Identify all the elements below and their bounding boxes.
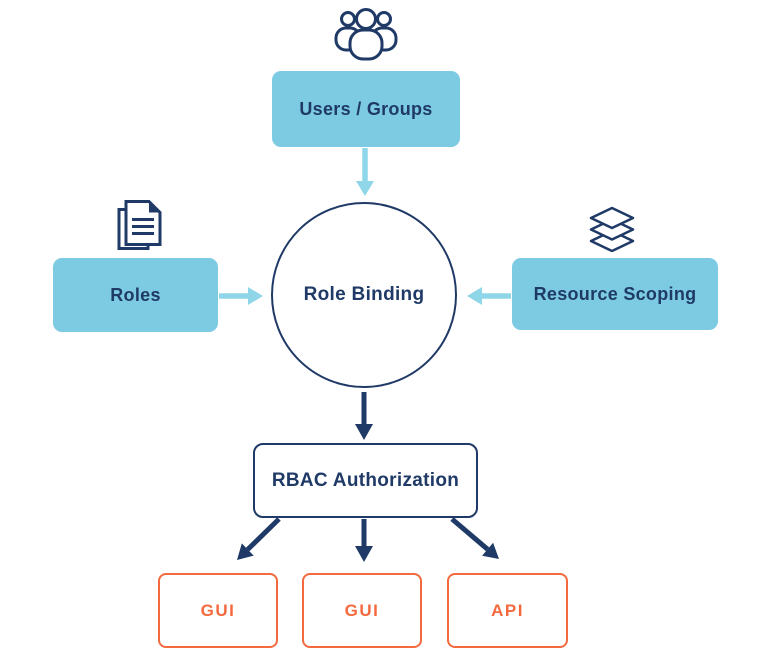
arrow-rbac-to-api bbox=[450, 517, 499, 559]
node-users-groups-label: Users / Groups bbox=[299, 98, 433, 119]
arrow-users-to-binding bbox=[356, 148, 374, 196]
node-gui-left: GUI bbox=[158, 573, 278, 648]
node-role-binding-label: Role Binding bbox=[303, 284, 425, 305]
node-resource-scoping: Resource Scoping bbox=[512, 258, 718, 330]
documents-icon bbox=[117, 200, 162, 250]
arrow-binding-to-rbac bbox=[355, 392, 373, 440]
users-group-icon bbox=[334, 8, 398, 61]
node-roles: Roles bbox=[53, 258, 218, 332]
node-gui-center-label: GUI bbox=[344, 600, 380, 620]
node-gui-left-label: GUI bbox=[200, 600, 236, 620]
arrow-rbac-to-gui-center bbox=[355, 519, 373, 562]
arrow-rbac-to-gui-left bbox=[237, 517, 281, 560]
arrow-resource-to-binding bbox=[467, 287, 511, 305]
arrow-roles-to-binding bbox=[219, 287, 263, 305]
node-api-label: API bbox=[491, 600, 524, 620]
node-rbac-authorization: RBAC Authorization bbox=[253, 443, 478, 518]
node-roles-label: Roles bbox=[110, 284, 161, 305]
node-gui-center: GUI bbox=[302, 573, 422, 648]
node-rbac-authorization-label: RBAC Authorization bbox=[271, 469, 460, 491]
node-api: API bbox=[447, 573, 568, 648]
layers-icon bbox=[589, 206, 635, 252]
node-resource-scoping-label: Resource Scoping bbox=[533, 283, 697, 304]
node-role-binding: Role Binding bbox=[271, 202, 457, 388]
node-users-groups: Users / Groups bbox=[272, 71, 460, 147]
